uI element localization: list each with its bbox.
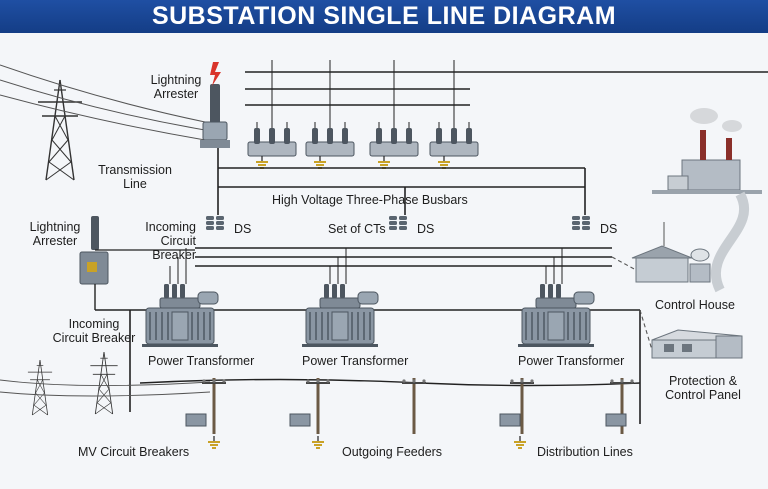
mv-circuit-breaker-units <box>185 413 627 427</box>
power-transformers <box>141 248 595 348</box>
label-distribution-lines: Distribution Lines <box>537 445 633 459</box>
top-busbar <box>245 71 768 106</box>
page-title: SUBSTATION SINGLE LINE DIAGRAM <box>151 2 617 30</box>
label-control-house: Control House <box>655 298 735 312</box>
single-line-diagram <box>0 60 768 449</box>
label-lightning-arrester-top: Lightning Arrester <box>150 73 202 101</box>
label-mv-circuit-breakers: MV Circuit Breakers <box>78 445 190 459</box>
distribution-poles <box>200 376 636 436</box>
label-power-transformer-2: Power Transformer <box>302 354 409 368</box>
lightning-arrester-left <box>79 216 195 310</box>
power-plant-icon <box>652 108 762 194</box>
lightning-bolt-icon <box>210 62 221 86</box>
label-protection-control-panel: Protection & Control Panel <box>665 374 741 402</box>
label-outgoing-feeders: Outgoing Feeders <box>342 445 443 459</box>
label-set-of-cts: Set of CTs <box>328 222 386 236</box>
transmission-tower <box>37 79 83 181</box>
label-incoming-circuit-breaker-left: Incoming Circuit Breaker <box>52 317 136 345</box>
disconnect-switch-set <box>206 216 590 230</box>
label-transmission-line: Transmission Line <box>98 163 172 191</box>
transmission-tower-small-2 <box>89 351 119 415</box>
label-ds-1: DS <box>234 222 252 236</box>
top-disconnect-switches <box>247 60 479 169</box>
transmission-line-wires <box>0 64 206 141</box>
label-power-transformer-1: Power Transformer <box>148 354 255 368</box>
label-ds-2: DS <box>417 222 435 236</box>
control-house-icon <box>631 222 711 283</box>
label-ds-3: DS <box>600 222 618 236</box>
transmission-tower-small-1 <box>27 359 53 416</box>
protection-panel-icon <box>651 329 743 359</box>
lightning-arrester-top <box>200 62 230 148</box>
label-power-transformer-3: Power Transformer <box>518 354 625 368</box>
label-hv-busbars: High Voltage Three-Phase Busbars <box>272 193 468 207</box>
label-lightning-arrester-left: Lightning Arrester <box>29 220 81 248</box>
label-incoming-circuit-breaker-upper: Incoming Circuit Breaker <box>145 220 196 262</box>
title-banner <box>0 0 768 33</box>
